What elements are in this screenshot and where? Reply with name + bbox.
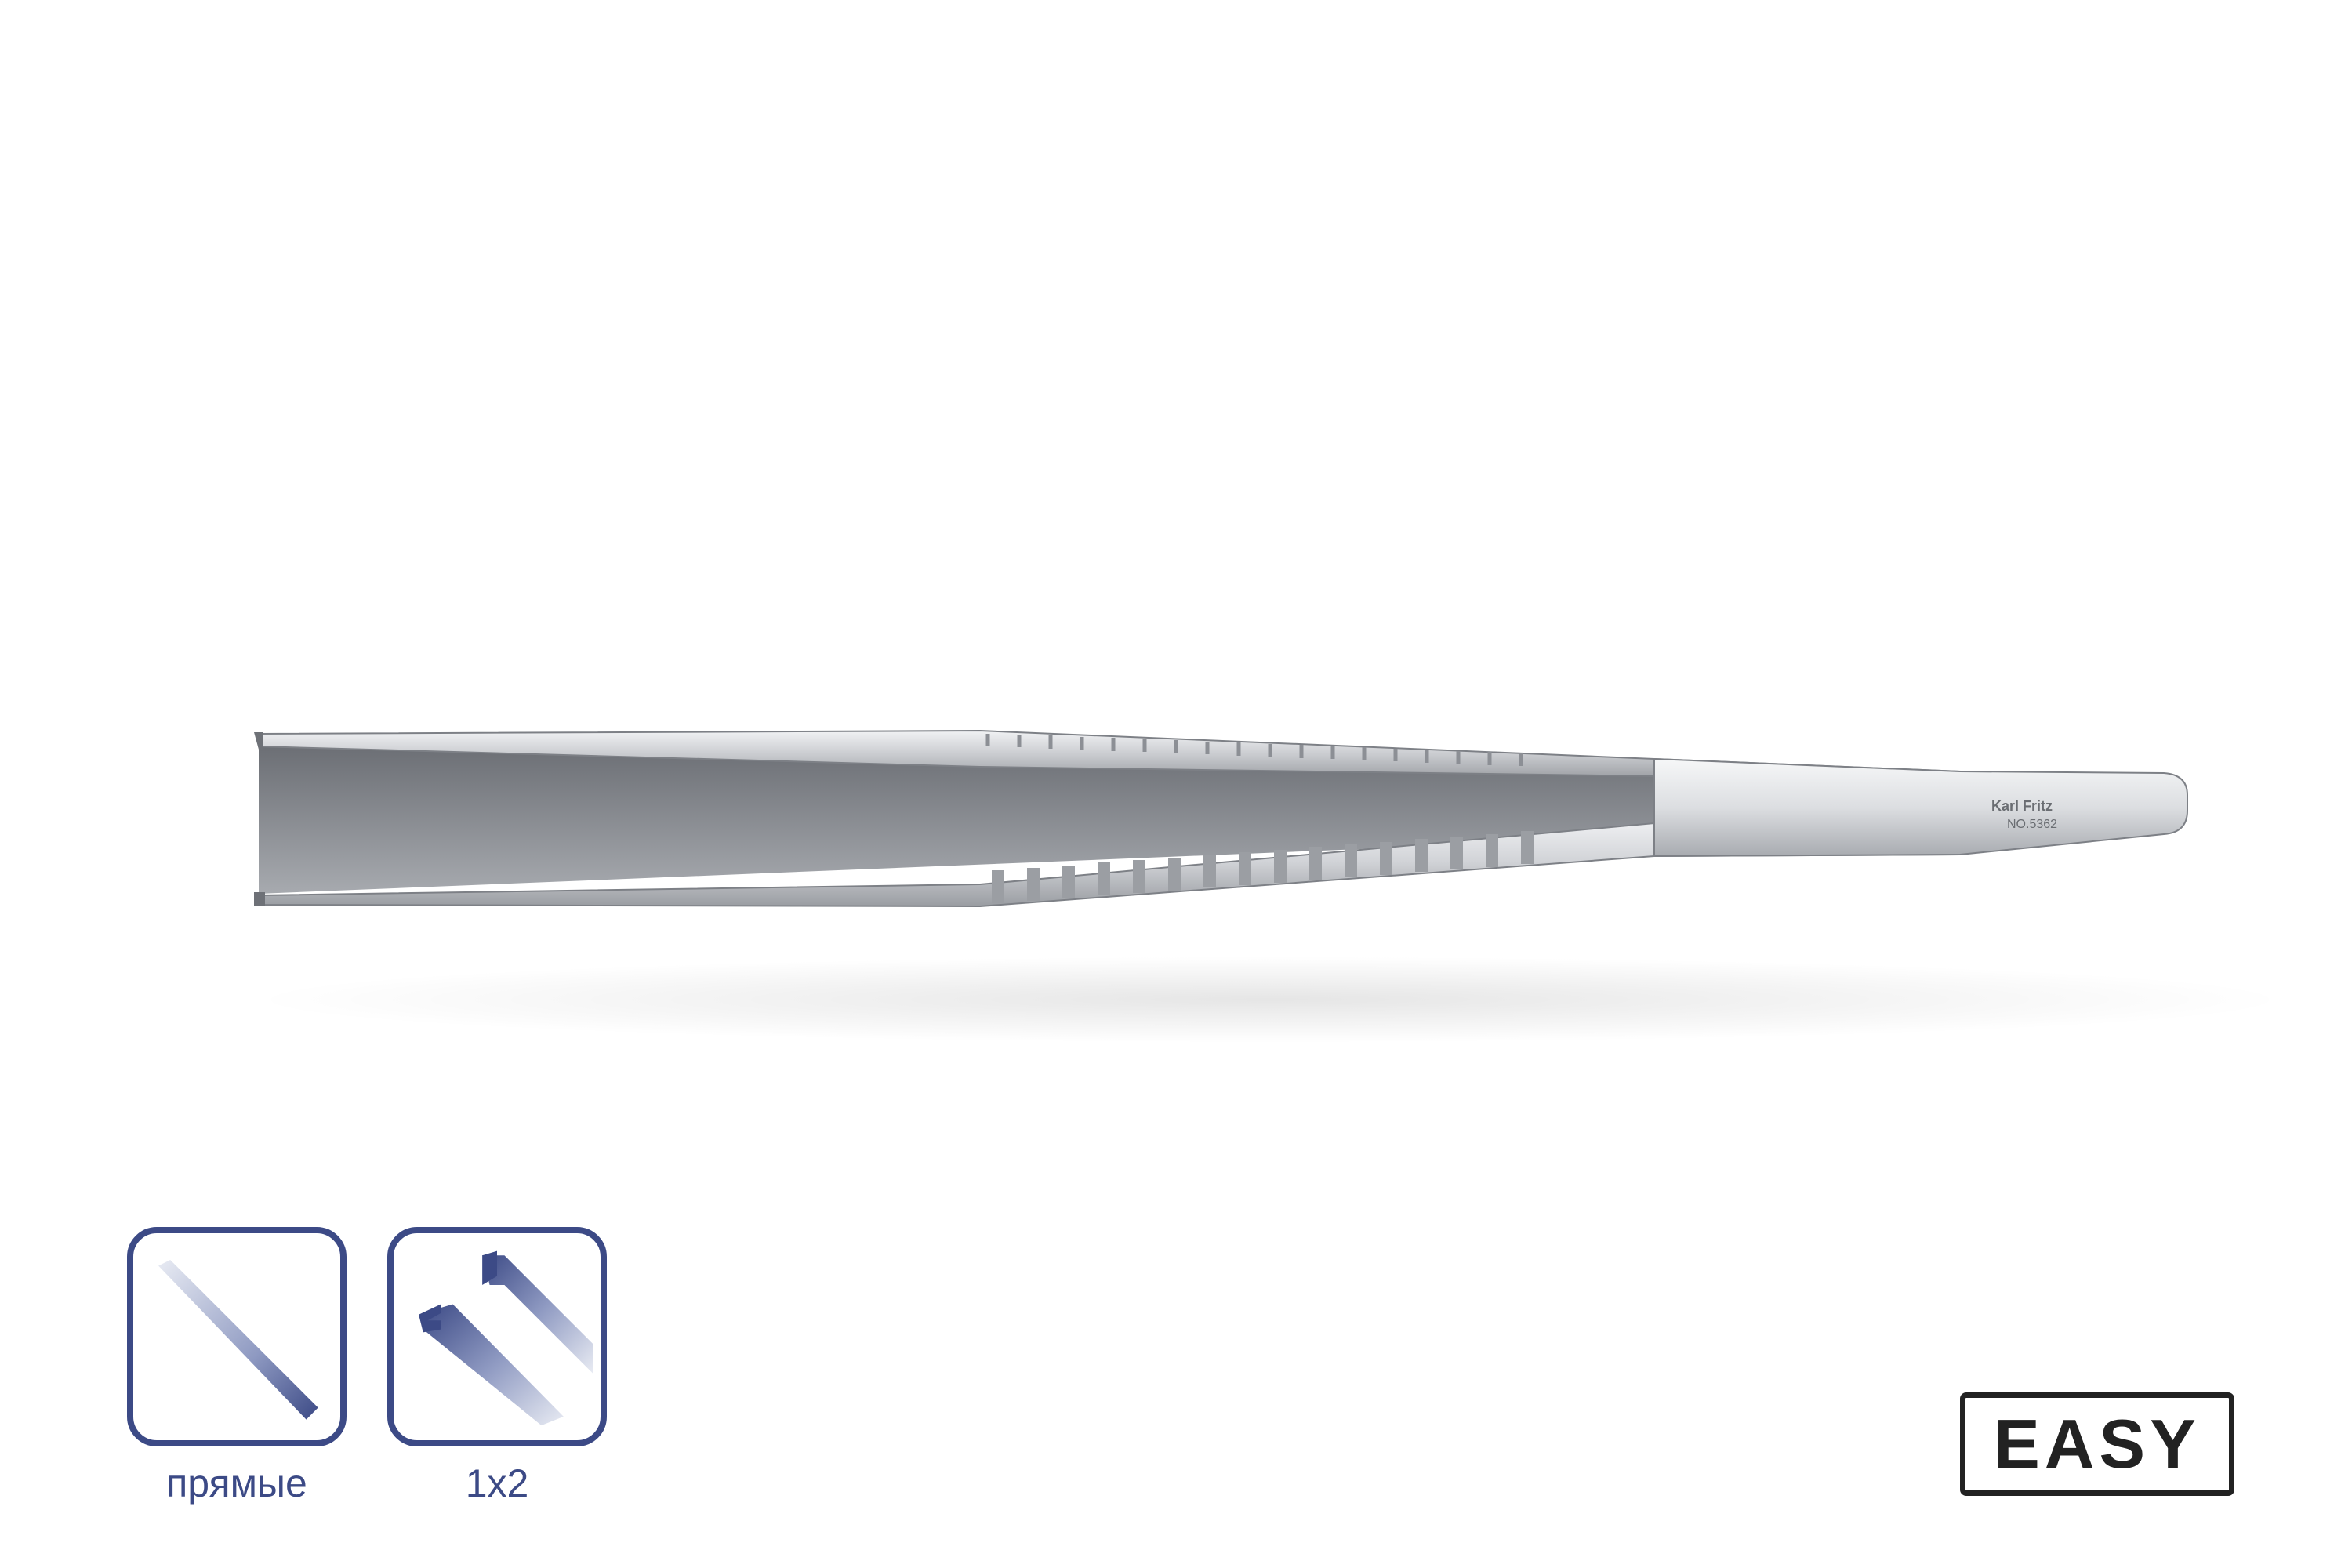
feature-caption-teeth: 1x2 xyxy=(465,1461,529,1505)
feature-tile-straight xyxy=(127,1227,347,1446)
handle-model-engraving: NO.5362 xyxy=(2007,818,2057,831)
feature-caption-straight: прямые xyxy=(166,1461,307,1505)
handle-brand-engraving: Karl Fritz xyxy=(1991,798,2053,814)
tooth-1x2-icon xyxy=(419,1250,593,1426)
upper-tip-tooth xyxy=(254,732,263,751)
upper-arm-serration xyxy=(985,734,1523,766)
straight-tip-icon xyxy=(158,1259,318,1420)
tweezers-handle xyxy=(1653,757,2188,858)
tweezers-shadow xyxy=(251,956,2289,1043)
easy-badge: EASY xyxy=(1960,1392,2234,1496)
lower-arm-serration xyxy=(992,831,1534,903)
tweezers-inner-gap xyxy=(259,745,1960,894)
lower-tip-teeth xyxy=(254,892,265,906)
feature-tile-teeth xyxy=(387,1227,607,1446)
